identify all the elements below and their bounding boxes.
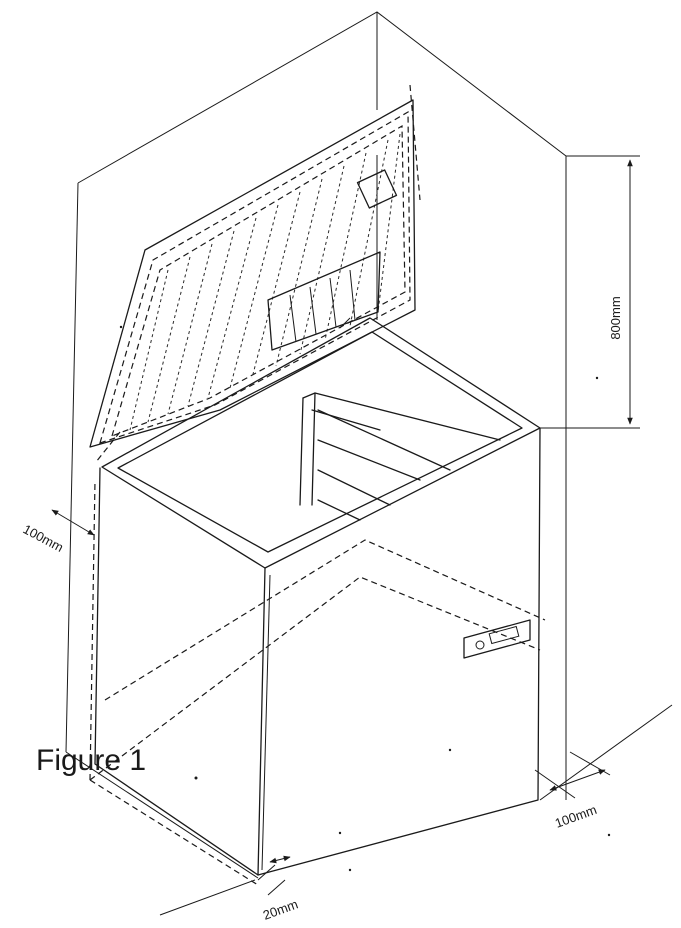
right-clearance-label: 100mm	[553, 802, 599, 831]
freezer-lid	[89, 99, 416, 448]
inner-basket	[299, 392, 501, 521]
control-panel	[463, 619, 531, 659]
hidden-base-lines	[89, 84, 546, 886]
lid-texture	[129, 133, 401, 431]
left-clearance-dimension: 100mm	[21, 509, 95, 555]
right-clearance-dimension: 100mm	[534, 751, 611, 831]
height-dimension: 800mm	[540, 155, 640, 429]
clearance-envelope	[65, 11, 567, 879]
front-clearance-dimension: 20mm	[257, 855, 300, 923]
freezer-cabinet	[94, 317, 541, 876]
left-clearance-label: 100mm	[21, 521, 66, 555]
scan-specks	[119, 325, 611, 872]
front-clearance-label: 20mm	[261, 896, 300, 922]
height-dimension-label: 800mm	[608, 296, 623, 339]
figure-caption: Figure 1	[36, 744, 147, 777]
